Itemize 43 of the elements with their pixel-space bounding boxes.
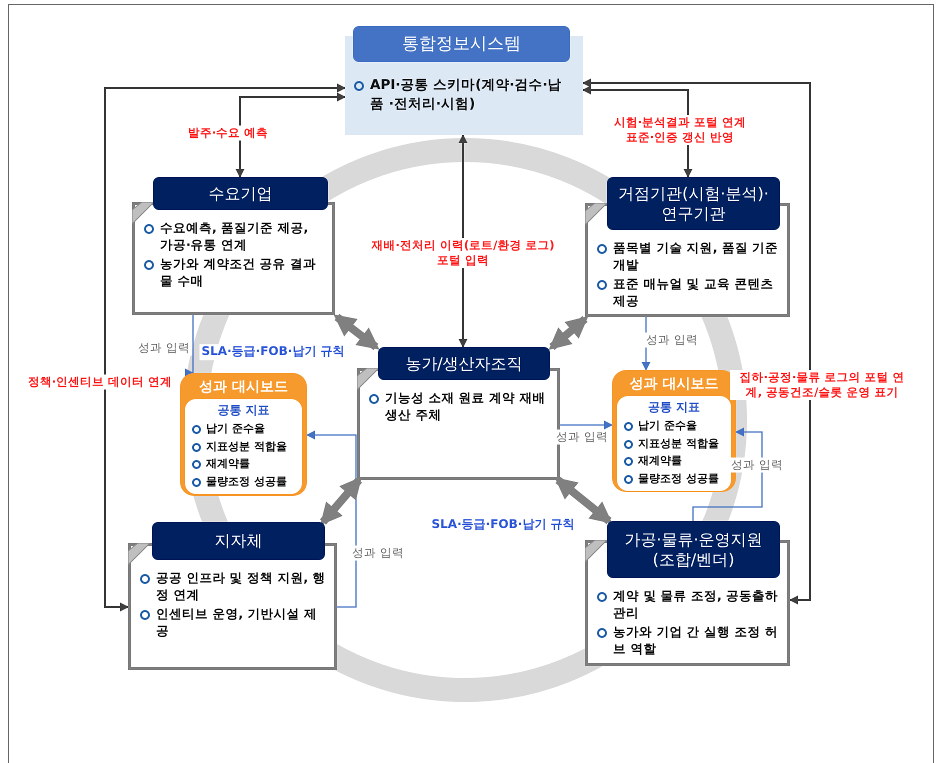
bullet-item: 재계약률	[191, 456, 296, 472]
card-title: 지자체	[152, 522, 325, 560]
double-arrow	[554, 476, 612, 524]
org-card	[585, 177, 790, 317]
card-title: 통합정보시스템	[353, 26, 570, 62]
double-arrow	[548, 316, 588, 350]
bullet-item: 농가와 계약조건 공유 결과물 수매	[143, 254, 324, 289]
bullet-item: 인센티브 운영, 기반시설 제공	[139, 604, 326, 639]
bullet-item: 납기 준수율	[191, 421, 296, 438]
bullet-item: 계약 및 물류 조정, 공동출하 관리	[596, 587, 779, 622]
panel-title: 성과 대시보드	[628, 375, 720, 394]
list-heading: 공통 지표	[216, 402, 271, 419]
connector-arrow	[236, 92, 346, 178]
dashboard-panel	[180, 373, 307, 496]
bullet-item: 농가와 기업 간 실행 조정 허브 역할	[596, 622, 779, 657]
edge-label: 성과 입력	[136, 340, 192, 356]
bullet-item: 품목별 기술 지원, 품질 기준 개발	[596, 239, 779, 274]
bullet-item: 지표성분 적합율	[191, 438, 296, 455]
double-arrow	[334, 314, 380, 350]
card-title: 거점기관(시험·분석)· 연구기관	[607, 177, 780, 230]
org-card	[585, 521, 790, 666]
bullet-item: 물량조정 성공률	[191, 474, 296, 490]
connector-arrow	[692, 428, 763, 521]
bullet-item: 물량조정 성공률	[623, 470, 725, 487]
system-card	[345, 26, 583, 135]
bullet-item: API·공통 스키마(계약·검수·납품 ·전처리·시험)	[353, 76, 575, 114]
bullet-item: 표준 매뉴얼 및 교육 콘텐츠 제공	[596, 274, 779, 309]
panel-title: 성과 대시보드	[198, 378, 289, 397]
card-title: 수요기업	[153, 177, 328, 210]
bullet-item: 납기 준수율	[623, 418, 725, 434]
connector-arrow	[104, 84, 346, 612]
bullet-item: 기능성 소재 원료 계약 재배 생산 주체	[368, 389, 549, 424]
bullet-item: 재계약률	[623, 453, 725, 470]
bullet-item: 지표성분 적합율	[623, 436, 725, 452]
connector-arrow	[560, 420, 613, 430]
list-heading: 공통 지표	[646, 399, 702, 416]
bullet-item: 수요예측, 품질기준 제공, 가공·유통 연계	[143, 219, 324, 254]
org-card	[132, 177, 335, 315]
org-card	[128, 522, 337, 670]
card-title: 가공·물류·운영지원 (조합/벤더)	[607, 521, 780, 578]
bullet-item: 공공 인프라 및 정책 지원, 행정 연계	[139, 569, 326, 604]
card-title: 농가/생산자조직	[378, 347, 550, 380]
connector-arrow	[582, 78, 811, 604]
